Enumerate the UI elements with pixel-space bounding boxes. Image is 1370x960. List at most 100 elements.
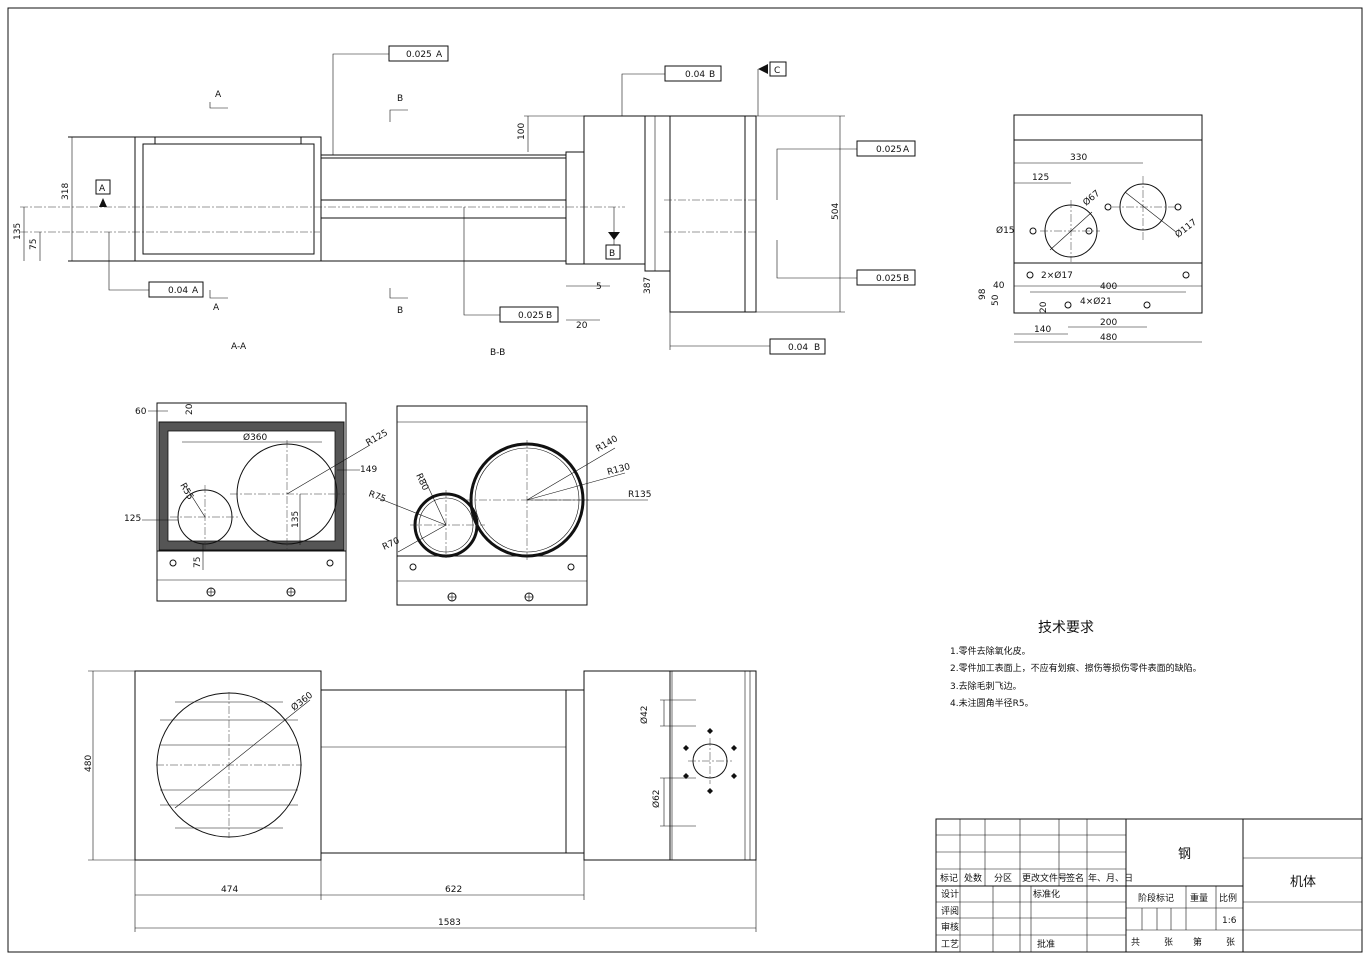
title-block: 标记 处数 分区 更改文件号 签名 年、月、日 设计 标准化 评阅 审核 工艺 … [935, 818, 1363, 953]
dim-318: 318 [61, 183, 71, 200]
dim-75-a: 75 [193, 557, 203, 568]
dim-98: 98 [978, 288, 988, 300]
datum-b-label: B [609, 249, 615, 259]
datum-a-label: A [99, 184, 106, 194]
note-4: 4.未注圆角半径R5。 [950, 697, 1034, 709]
section-b-base [396, 555, 588, 606]
technical-notes: 技术要求 1.零件去除氧化皮。 2.零件加工表面上，不应有划痕、擦伤等损伤零件表… [950, 620, 1202, 709]
drawing-frame [7, 7, 1363, 953]
dim-20-side: 20 [1039, 301, 1049, 313]
tb-page: 第 [1193, 936, 1202, 948]
dim-r135: R135 [628, 490, 651, 500]
side-view: 330 125 Ø67 Ø117 Ø15 2×Ø17 400 40 98 50 … [978, 114, 1203, 343]
tolerance-3: 0.025 [876, 145, 902, 155]
tb-sheets: 张 [1164, 937, 1173, 948]
dim-330: 330 [1070, 153, 1087, 163]
dim-504: 504 [831, 203, 841, 220]
datum-c-label: C [774, 66, 780, 76]
tb-part-name: 机体 [1290, 875, 1316, 890]
dim-75: 75 [29, 239, 39, 250]
dim-149: 149 [360, 465, 377, 475]
tolerance-frame-3 [856, 140, 916, 157]
tolerance-2: 0.04 [685, 70, 705, 80]
tb-total: 共 [1131, 937, 1140, 948]
dim-4x21: 4×Ø21 [1080, 296, 1112, 307]
tube-body [320, 154, 567, 262]
dim-phi67: Ø67 [1081, 188, 1102, 208]
tb-check: 审核 [941, 921, 959, 933]
top-view-tube [320, 689, 567, 854]
gear-housing-inner [142, 143, 315, 255]
tb-material: 钢 [1178, 847, 1191, 862]
section-b-b: R140 R130 R135 R80 R75 R70 [367, 405, 651, 606]
svg-text:B: B [546, 311, 552, 321]
dim-5: 5 [596, 282, 602, 292]
dim-phi62: Ø62 [651, 789, 662, 808]
dim-360-bottom: Ø360 [289, 690, 315, 714]
top-view-right-housing [583, 670, 671, 861]
section-a-a: 60 20 Ø360 R125 149 R55 125 135 75 [124, 402, 390, 602]
svg-text:B: B [397, 94, 403, 104]
note-3: 3.去除毛刺飞边。 [950, 680, 1022, 692]
section-aa-title: A-A [231, 342, 247, 352]
tolerance-frame-7 [769, 338, 826, 355]
svg-text:A: A [192, 286, 199, 296]
tb-header-doc: 更改文件号 [1022, 872, 1067, 884]
right-housing-right [669, 115, 757, 313]
dim-r70: R70 [381, 536, 402, 553]
dim-387: 387 [643, 277, 653, 294]
right-housing-mid [644, 115, 671, 272]
tolerance-frame-4 [856, 269, 916, 286]
dim-125-a: 125 [124, 514, 141, 524]
tolerance-frame-1 [388, 45, 449, 62]
housing-top-lip [154, 136, 302, 145]
svg-text:B: B [709, 70, 715, 80]
svg-text:A: A [213, 303, 220, 313]
notes-title: 技术要求 [1038, 620, 1094, 636]
tb-standard: 标准化 [1033, 888, 1060, 900]
tolerance-6: 0.04 [168, 286, 188, 296]
side-view-body [1013, 114, 1203, 264]
flange-ring [565, 151, 585, 265]
svg-text:B: B [903, 274, 909, 284]
dim-480-bottom: 480 [84, 755, 94, 772]
tolerance-frame-6 [148, 281, 204, 298]
tb-header-mark: 标记 [940, 872, 958, 884]
tolerance-5: 0.025 [518, 311, 544, 321]
right-housing-left [583, 115, 646, 265]
front-view: 318 135 75 100 504 387 5 20 A B C 0.025 [13, 45, 916, 358]
dim-phi42: Ø42 [639, 705, 650, 724]
tb-scale-label: 比例 [1219, 892, 1237, 904]
dim-140: 140 [1034, 325, 1051, 335]
tolerance-7: 0.04 [788, 343, 808, 353]
dim-360-a: Ø360 [243, 432, 268, 443]
dim-135-a: 135 [291, 511, 301, 528]
dim-474: 474 [221, 885, 238, 895]
dim-2x17: 2×Ø17 [1041, 270, 1073, 281]
section-bb-title: B-B [490, 348, 505, 358]
dim-20: 20 [576, 321, 588, 331]
dim-400: 400 [1100, 282, 1117, 292]
section-a-base [156, 550, 347, 602]
dim-20-a: 20 [185, 403, 195, 415]
dim-200: 200 [1100, 318, 1117, 328]
note-1: 1.零件去除氧化皮。 [950, 645, 1031, 657]
dim-622: 622 [445, 885, 462, 895]
svg-text:A: A [903, 145, 910, 155]
tolerance-4: 0.025 [876, 274, 902, 284]
top-view: Ø360 Ø42 Ø62 480 474 622 [84, 670, 757, 932]
tb-review: 评阅 [941, 906, 959, 917]
dim-100: 100 [517, 123, 527, 140]
dim-40: 40 [993, 281, 1005, 291]
tb-header-sign: 签名 [1066, 872, 1084, 884]
dim-r130: R130 [606, 462, 631, 478]
tb-scale: 1:6 [1222, 916, 1237, 926]
tb-design: 设计 [941, 888, 959, 900]
dim-1583: 1583 [438, 918, 461, 928]
tb-header-date: 年、月、日 [1088, 872, 1133, 884]
tolerance-frame-2 [664, 65, 722, 82]
dim-r80: R80 [413, 472, 430, 493]
svg-text:B: B [397, 306, 403, 316]
